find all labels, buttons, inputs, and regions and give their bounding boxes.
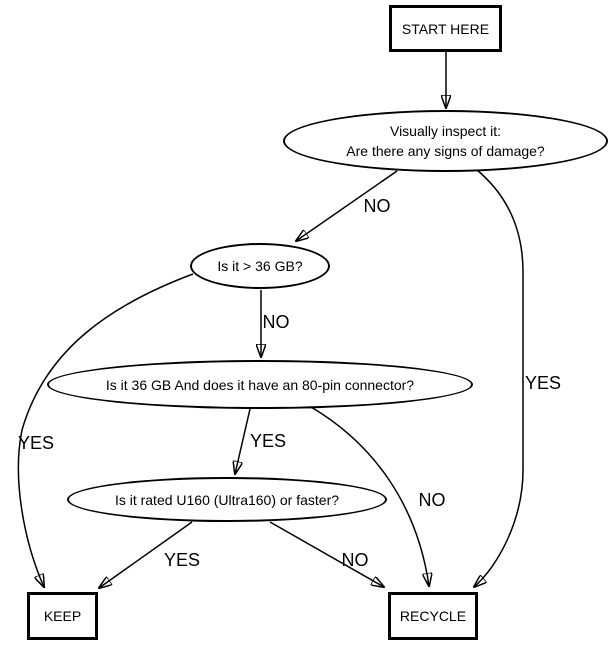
edge-label-size-yes: YES [17, 433, 55, 453]
edge-u160-to-recycle-no [269, 521, 384, 587]
edge-inspect-to-recycle-yes [474, 169, 524, 587]
node-visual-inspect: Visually inspect it: Are there any signs… [283, 110, 608, 172]
node-speed-check: Is it rated U160 (Ultra160) or faster? [67, 477, 387, 522]
node-keep-label: KEEP [43, 608, 82, 624]
node-recycle-label: RECYCLE [399, 608, 467, 624]
node-recycle: RECYCLE [388, 592, 478, 640]
edge-pin-to-u160-yes [235, 408, 251, 474]
node-size-check-label: Is it > 36 GB? [217, 258, 303, 274]
edge-label-inspect-no: NO [363, 196, 391, 216]
node-start: START HERE [389, 5, 502, 52]
edge-label-u160-yes: YES [163, 550, 201, 570]
edge-inspect-to-size-no [296, 170, 398, 241]
edge-label-pin-no: NO [418, 490, 446, 510]
edge-label-pin-yes: YES [249, 431, 287, 451]
edge-label-u160-no: NO [341, 550, 369, 570]
edge-u160-to-keep-yes [99, 521, 193, 588]
node-size-check: Is it > 36 GB? [190, 243, 330, 289]
node-visual-inspect-line2: Are there any signs of damage? [346, 143, 545, 159]
node-keep: KEEP [27, 592, 98, 640]
edge-size-to-keep-yes [17, 273, 194, 587]
node-start-label: START HERE [401, 20, 490, 37]
node-connector-check-label: Is it 36 GB And does it have an 80-pin c… [105, 376, 415, 393]
edge-label-inspect-yes: YES [524, 373, 562, 393]
edge-label-size-no: NO [262, 312, 290, 332]
edge-pin-to-recycle-no [310, 406, 429, 586]
node-connector-check: Is it 36 GB And does it have an 80-pin c… [47, 360, 473, 409]
node-visual-inspect-line1: Visually inspect it: [389, 123, 501, 139]
node-speed-check-label: Is it rated U160 (Ultra160) or faster? [114, 491, 340, 508]
